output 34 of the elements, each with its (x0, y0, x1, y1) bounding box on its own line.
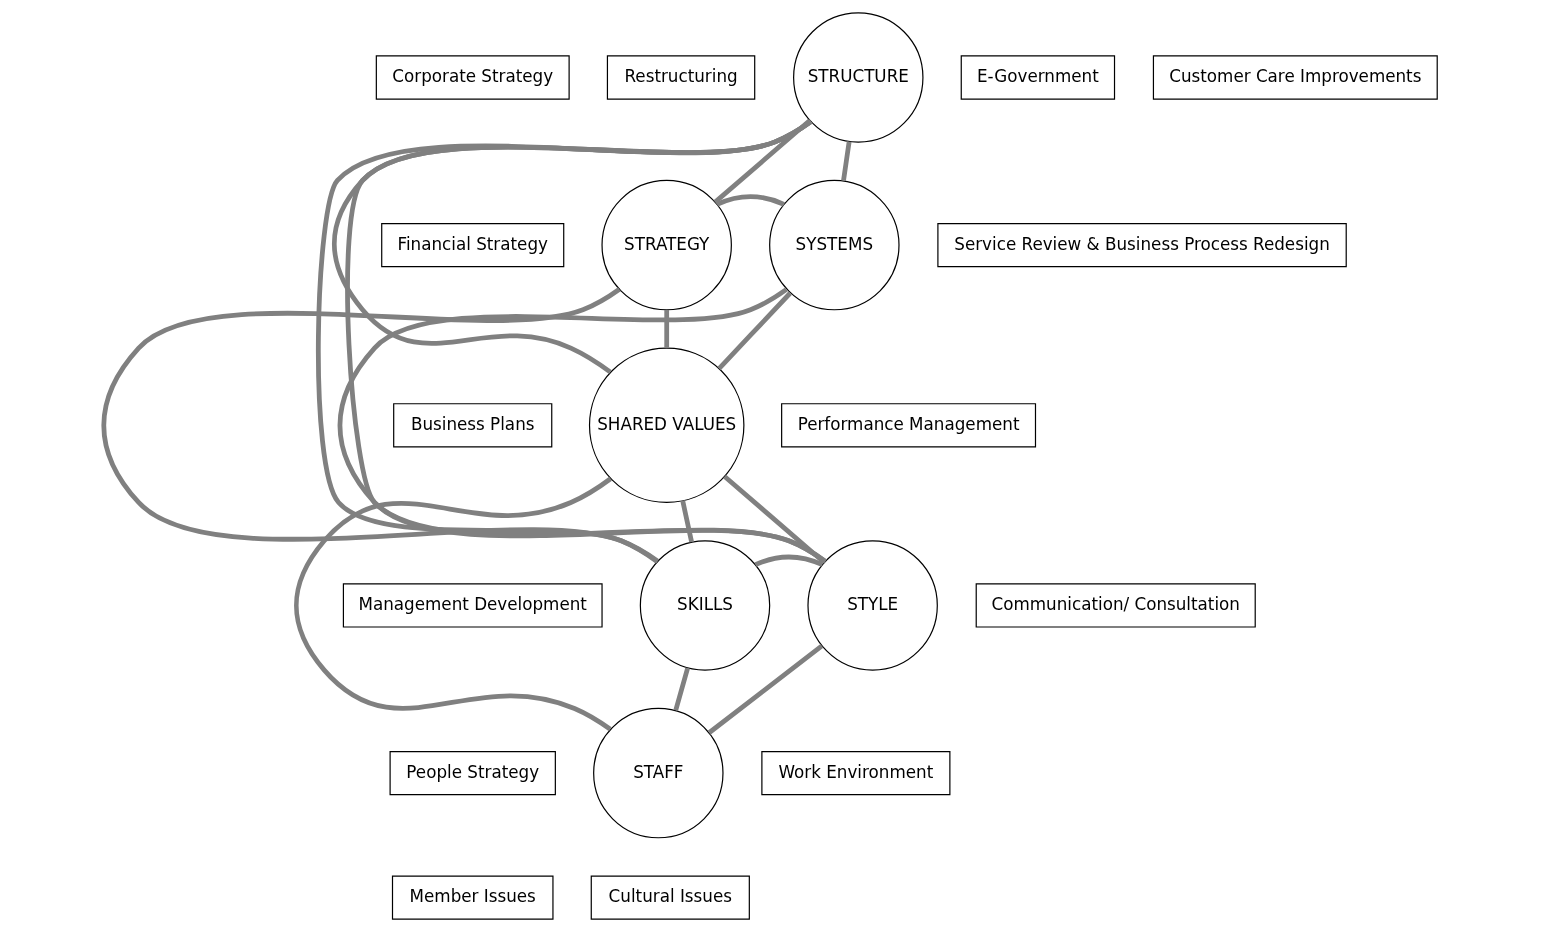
node-circle: STAFF (593, 707, 724, 839)
connector (754, 554, 824, 567)
node-box: Customer Care Improvements (1152, 55, 1438, 100)
node-box: Service Review & Business Process Redesign (937, 222, 1347, 268)
connector (717, 291, 793, 371)
connector (723, 474, 826, 565)
connector (101, 287, 660, 564)
connector (713, 119, 811, 204)
connector (707, 643, 824, 735)
connector (673, 667, 690, 711)
connector (716, 194, 785, 207)
node-box: Cultural Issues (590, 875, 750, 920)
node-circle: SHARED VALUES (588, 347, 745, 504)
node-box: Management Development (342, 583, 603, 628)
connector (664, 310, 670, 348)
node-box: Restructuring (606, 55, 756, 100)
node-circle: STRATEGY (601, 179, 732, 311)
node-box: Work Environment (761, 750, 951, 796)
connector (841, 141, 852, 181)
node-box: Performance Management (781, 403, 1037, 448)
connector (294, 476, 612, 732)
node-circle: STRUCTURE (793, 12, 924, 143)
node-box: Member Issues (391, 875, 554, 920)
node-circle: SYSTEMS (769, 179, 900, 311)
node-box: E-Government (960, 55, 1116, 100)
node-box: Communication/ Consultation (975, 583, 1256, 628)
connector (337, 287, 827, 564)
node-box: Financial Strategy (381, 222, 565, 268)
node-box: People Strategy (389, 750, 556, 796)
connector (680, 500, 694, 543)
node-circle: SKILLS (639, 540, 771, 671)
node-box: Business Plans (393, 403, 553, 448)
node-box: Corporate Strategy (375, 55, 570, 100)
node-circle: STYLE (807, 540, 938, 671)
